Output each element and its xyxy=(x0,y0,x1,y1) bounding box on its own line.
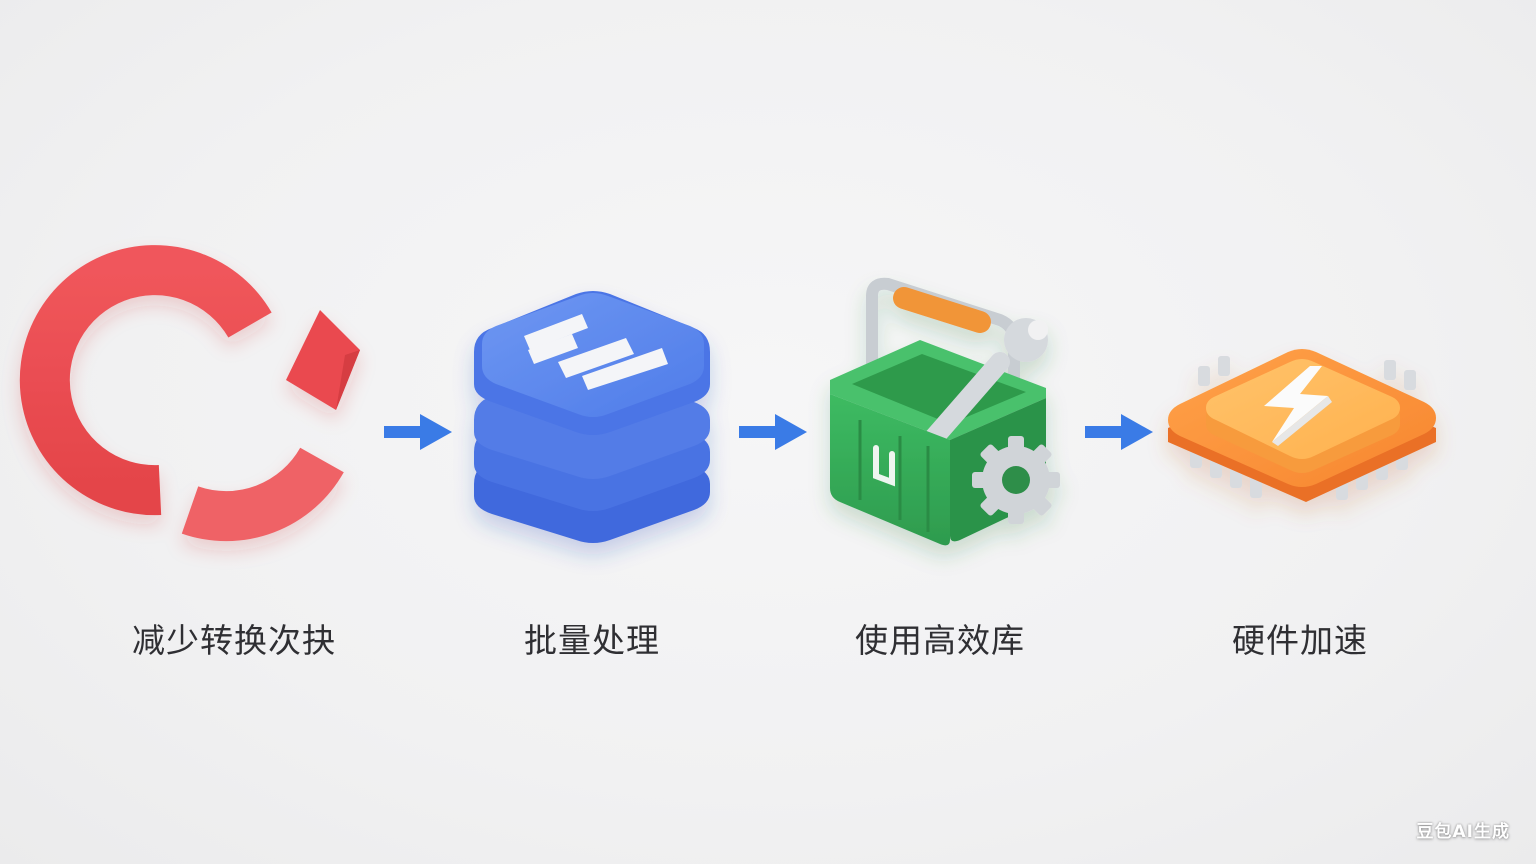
step-label: 硬件加速 xyxy=(1232,621,1368,660)
step-hardware-acceleration xyxy=(1160,270,1450,570)
step-label: 使用高效库 xyxy=(855,621,1025,660)
step-label: 减少转换次抉 xyxy=(132,621,336,660)
step-label: 批量处理 xyxy=(524,621,660,660)
circular-arrows-icon xyxy=(19,245,360,542)
step-batch-processing xyxy=(448,270,738,570)
watermark: 豆包AI生成 xyxy=(1416,822,1510,842)
toolbox-icon xyxy=(830,277,1060,546)
arrow-right-icon xyxy=(380,410,456,454)
arrow-right-icon xyxy=(735,410,811,454)
stacked-layers-icon xyxy=(474,291,710,543)
step-reduce-conversions xyxy=(19,245,380,570)
arrow-right-icon xyxy=(1081,410,1157,454)
lightning-chip-icon xyxy=(1168,349,1436,502)
step-efficient-library xyxy=(800,270,1090,570)
